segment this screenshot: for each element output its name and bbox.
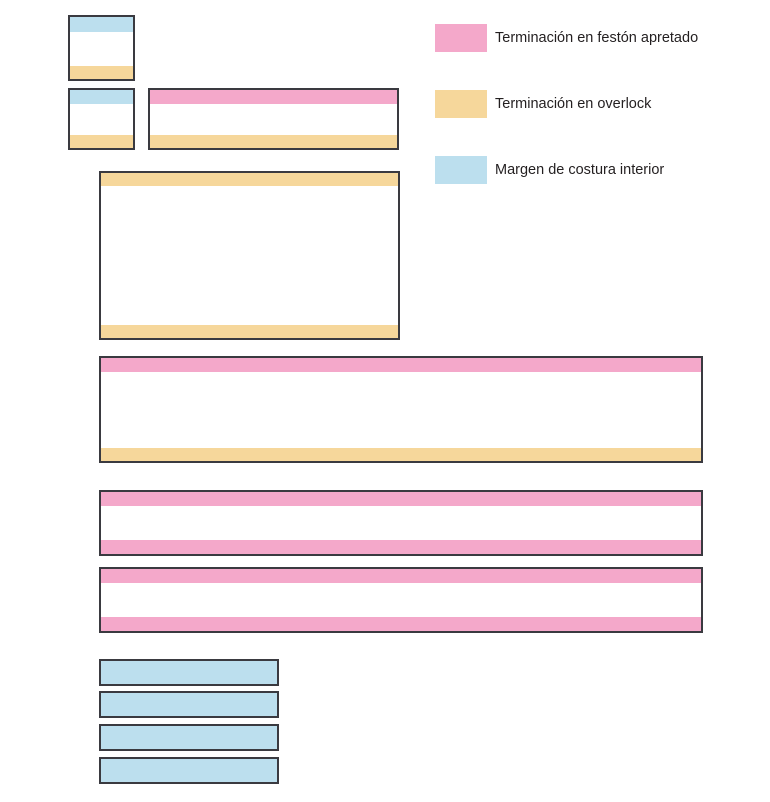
wide-strip-pink-both-second-top-band bbox=[101, 569, 701, 583]
wide-band-second-row-bottom-band bbox=[150, 135, 397, 148]
large-rectangle-body bbox=[101, 186, 398, 325]
wide-band-second-row-top-band bbox=[150, 90, 397, 104]
small-square-second-body bbox=[70, 104, 133, 135]
legend-item-scallop-finish: Terminación en festón apretado bbox=[435, 18, 755, 84]
legend-label-seam-allowance: Margen de costura interior bbox=[495, 162, 665, 178]
legend-label-overlock-finish: Terminación en overlock bbox=[495, 96, 652, 112]
small-square-top bbox=[68, 15, 135, 81]
seam-allowance-strip-3 bbox=[99, 724, 279, 751]
seam-allowance-strip-2 bbox=[99, 691, 279, 718]
legend-item-overlock-finish: Terminación en overlock bbox=[435, 84, 755, 150]
legend-swatch-scallop-finish bbox=[435, 24, 487, 52]
large-rectangle-top-band bbox=[101, 173, 398, 186]
large-rectangle bbox=[99, 171, 400, 340]
legend-swatch-seam-allowance bbox=[435, 156, 487, 184]
wide-band-second-row-body bbox=[150, 104, 397, 135]
wide-strip-pink-both bbox=[99, 490, 703, 556]
wide-strip-pink-both-second-bottom-band bbox=[101, 617, 701, 631]
small-square-top-top-band bbox=[70, 17, 133, 32]
wide-strip-pink-both-second bbox=[99, 567, 703, 633]
legend-label-scallop-finish: Terminación en festón apretado bbox=[495, 30, 699, 46]
wide-strip-pink-both-second-body bbox=[101, 583, 701, 617]
wide-band-second-row bbox=[148, 88, 399, 150]
small-square-second bbox=[68, 88, 135, 150]
wide-strip-pink-both-top-band bbox=[101, 492, 701, 506]
small-square-second-bottom-band bbox=[70, 135, 133, 148]
seam-allowance-strip-4 bbox=[99, 757, 279, 784]
seam-allowance-strip-1 bbox=[99, 659, 279, 686]
wide-rectangle-pink-orange-body bbox=[101, 372, 701, 448]
legend-swatch-overlock-finish bbox=[435, 90, 487, 118]
small-square-top-body bbox=[70, 32, 133, 66]
large-rectangle-bottom-band bbox=[101, 325, 398, 338]
legend-item-seam-allowance: Margen de costura interior bbox=[435, 150, 755, 216]
wide-rectangle-pink-orange-top-band bbox=[101, 358, 701, 372]
small-square-top-bottom-band bbox=[70, 66, 133, 79]
wide-rectangle-pink-orange bbox=[99, 356, 703, 463]
small-square-second-top-band bbox=[70, 90, 133, 104]
wide-rectangle-pink-orange-bottom-band bbox=[101, 448, 701, 461]
wide-strip-pink-both-bottom-band bbox=[101, 540, 701, 554]
wide-strip-pink-both-body bbox=[101, 506, 701, 540]
